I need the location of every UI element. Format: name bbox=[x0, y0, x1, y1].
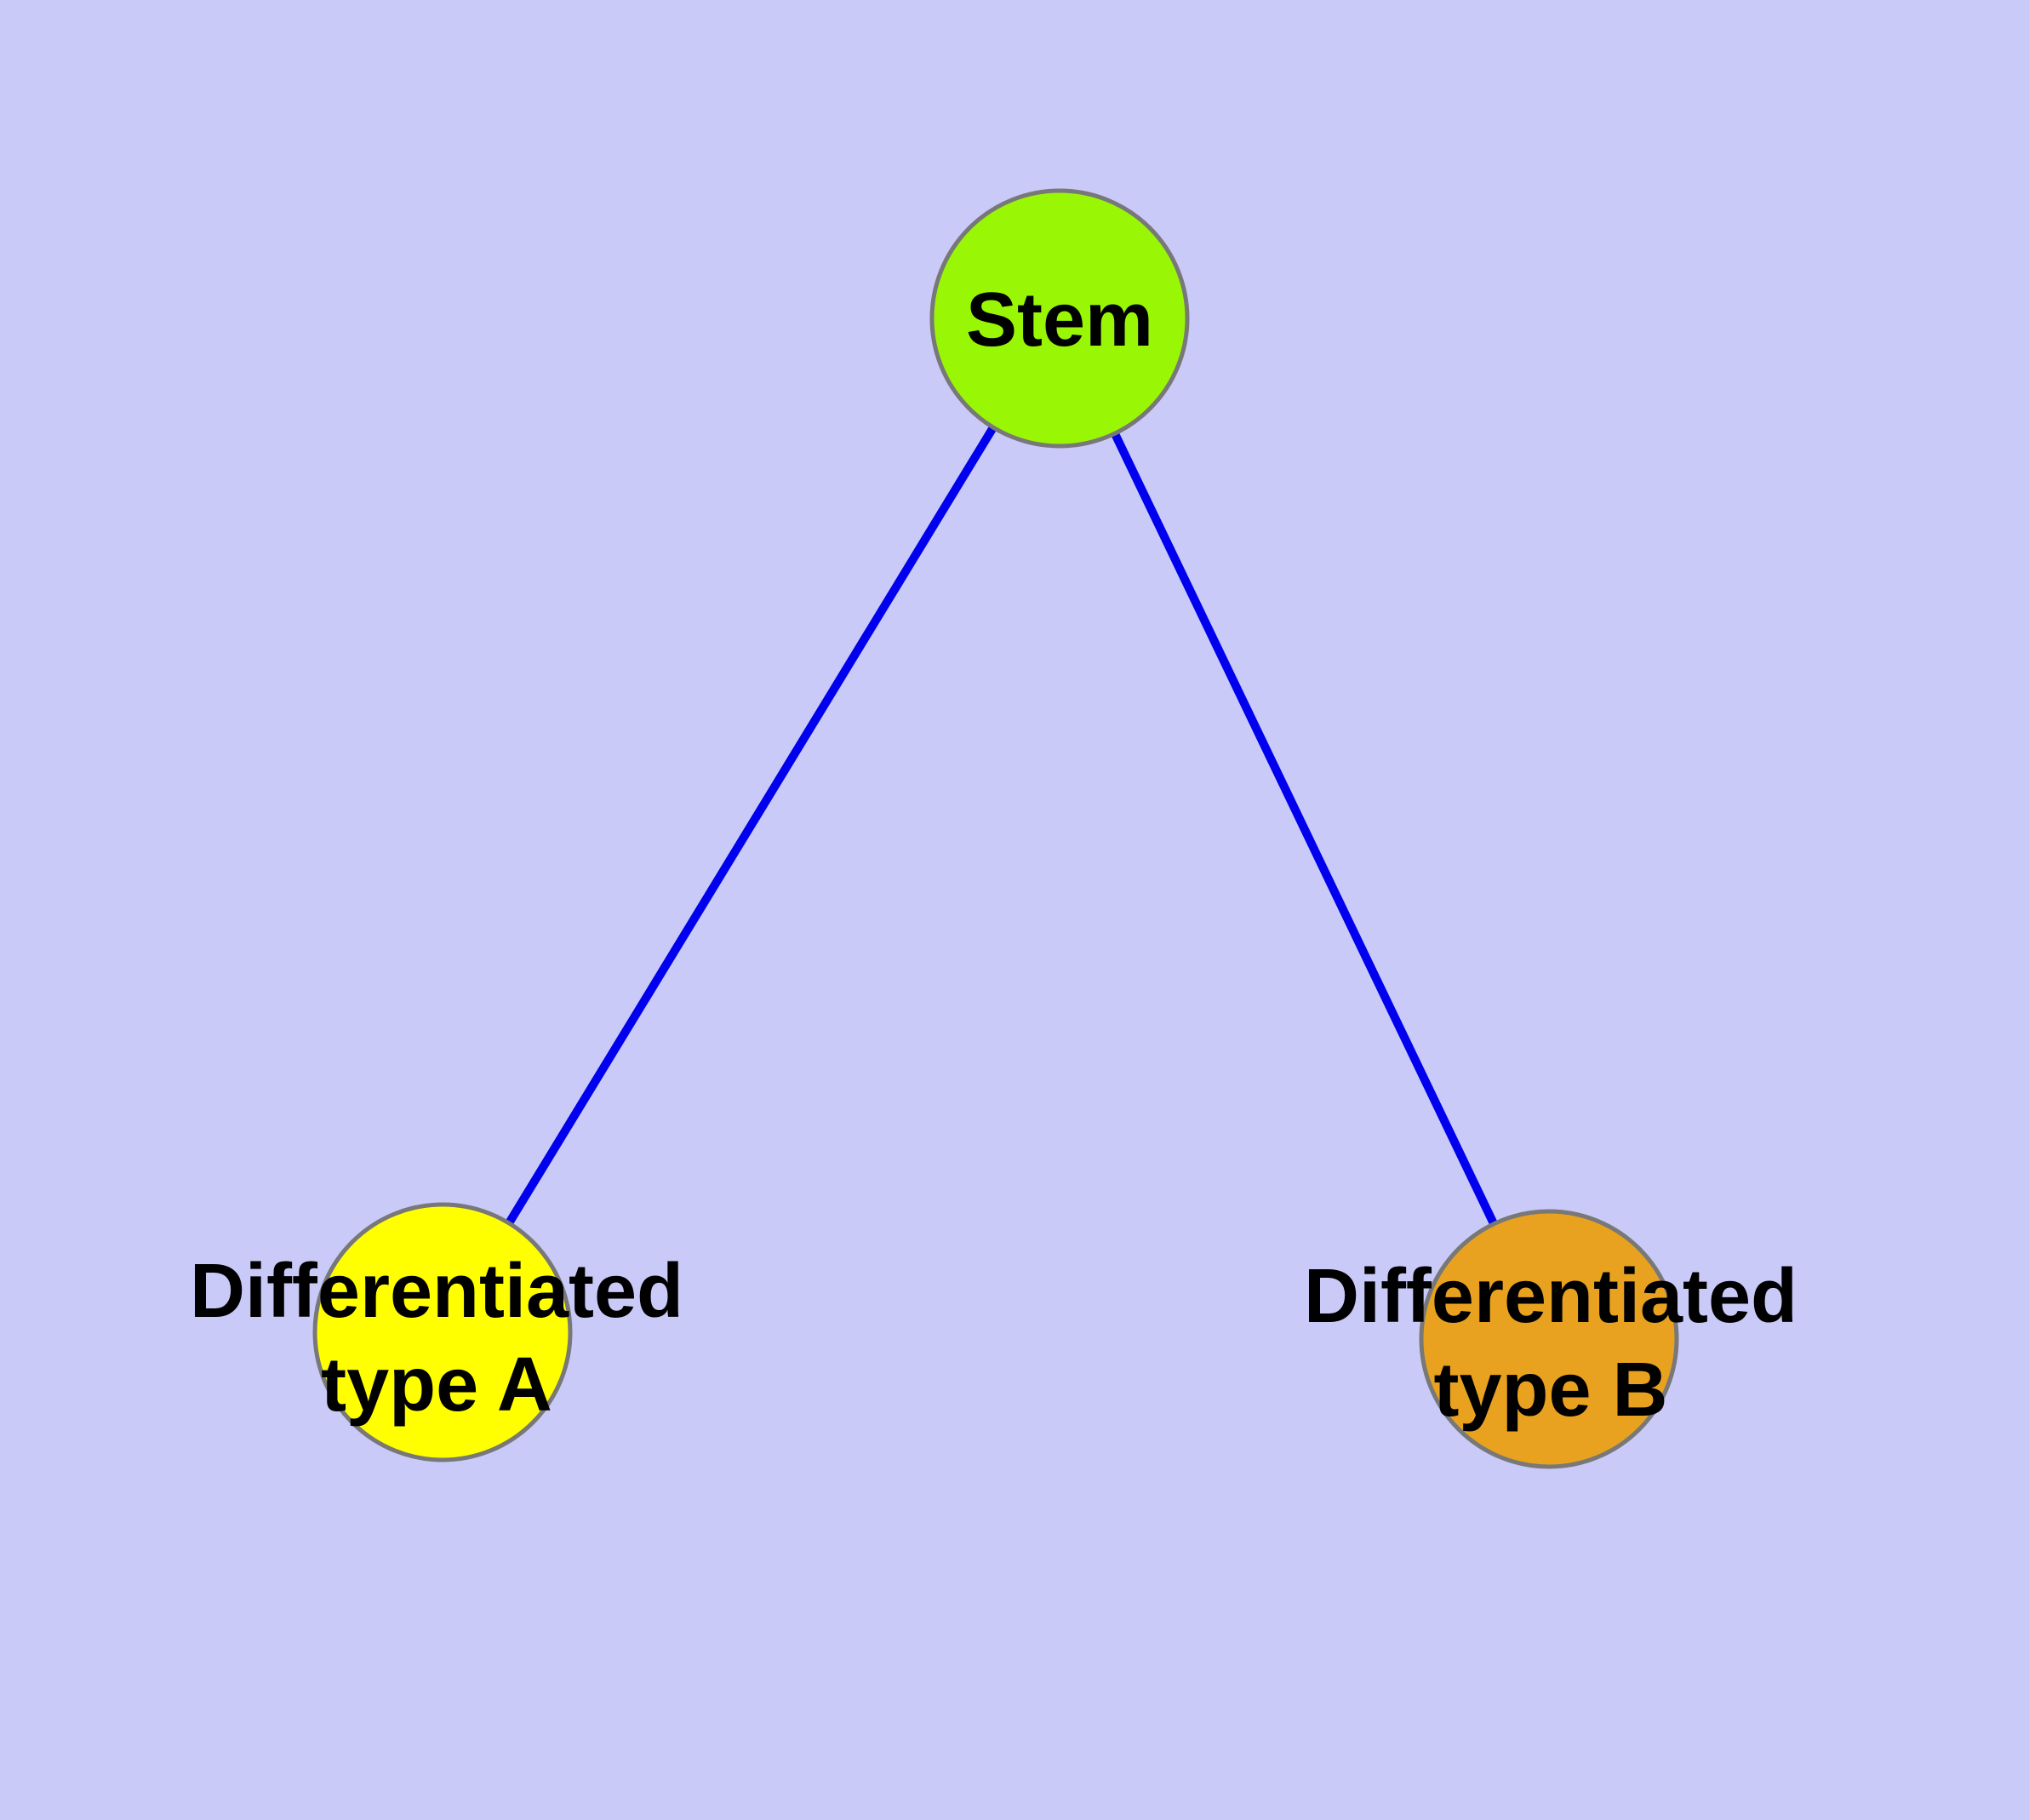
node-type-a-circle bbox=[312, 1202, 573, 1462]
node-type-b-circle bbox=[1419, 1209, 1679, 1469]
label-layer: Stem Differentiated type A Differentiate… bbox=[190, 278, 1798, 1433]
node-type-b-label-line1: Differentiated bbox=[1304, 1254, 1798, 1339]
edge-stem-to-type-a bbox=[438, 316, 1064, 1335]
node-stem bbox=[929, 188, 1190, 449]
node-type-b-label-line2: type B bbox=[1433, 1348, 1667, 1433]
edge-layer bbox=[438, 316, 1553, 1342]
node-type-a-label-line2: type A bbox=[321, 1342, 552, 1428]
edge-stem-to-type-b bbox=[1055, 316, 1553, 1342]
node-stem-label: Stem bbox=[966, 278, 1153, 363]
node-stem-circle bbox=[929, 188, 1190, 449]
node-type-a-label-line1: Differentiated bbox=[190, 1249, 683, 1334]
node-type-a bbox=[312, 1202, 573, 1462]
node-type-b bbox=[1419, 1209, 1679, 1469]
